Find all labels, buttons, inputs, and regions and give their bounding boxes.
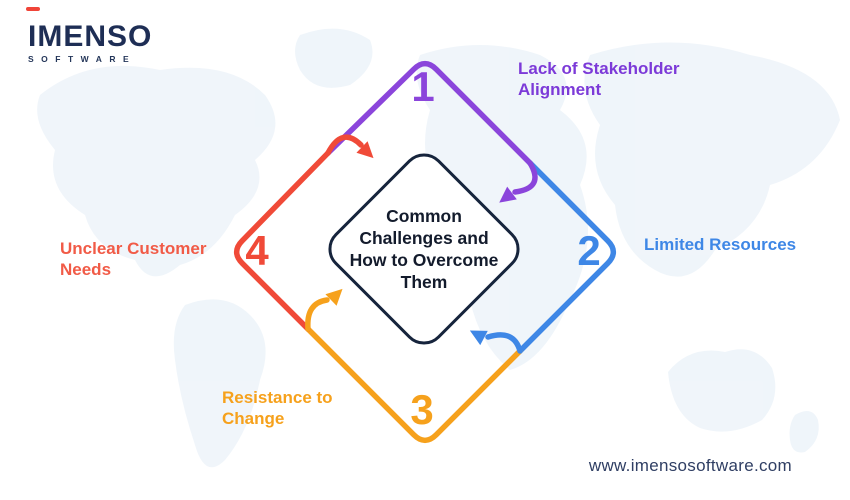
step-1-label: Lack of Stakeholder Alignment (518, 59, 680, 99)
step-1-number: 1 (411, 63, 435, 110)
red-curved-arrow-icon (325, 134, 374, 159)
segment-2-blue (517, 160, 617, 354)
orange-curved-arrow-icon (305, 288, 343, 332)
step-2-label: Limited Resources (644, 235, 797, 254)
blue-curved-arrow-icon (469, 330, 523, 354)
step-4-label: Unclear Customer Needs (60, 239, 207, 279)
brand-logo-text: IMENSO (28, 20, 153, 53)
brand-logo-subtext: SOFTWARE (28, 54, 137, 64)
step-2-number: 2 (577, 227, 601, 274)
website-url: www.imensosoftware.com (588, 456, 792, 475)
purple-curved-arrow-icon (499, 160, 538, 203)
step-4-number: 4 (245, 227, 269, 274)
segment-3-orange (305, 326, 523, 444)
step-3-label: Resistance to Change (222, 388, 333, 428)
segment-4-red (233, 150, 331, 332)
diagram-title: Common Challenges and How to Overcome Th… (349, 206, 499, 292)
step-3-number: 3 (410, 386, 434, 433)
red-accent-dash (26, 7, 40, 11)
brand-logo: IMENSO SOFTWARE (28, 20, 153, 65)
segment-1-purple (325, 60, 533, 166)
